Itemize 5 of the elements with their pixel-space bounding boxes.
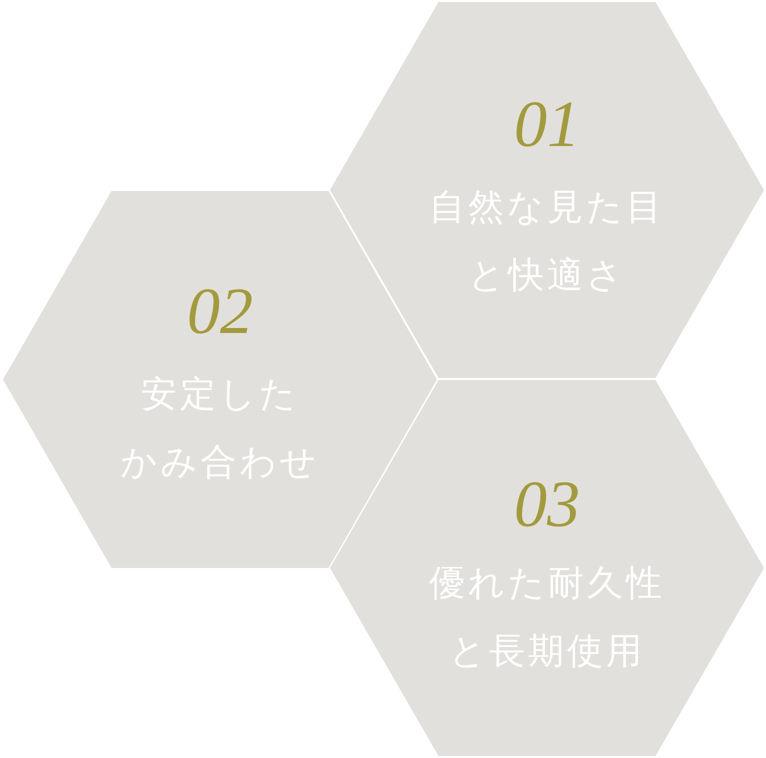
hexagon-panel [330, 2, 764, 378]
step-number: 01 [514, 92, 580, 158]
hexagon-panel [330, 380, 764, 756]
step-number: 03 [514, 472, 580, 538]
step-number: 02 [187, 279, 253, 345]
